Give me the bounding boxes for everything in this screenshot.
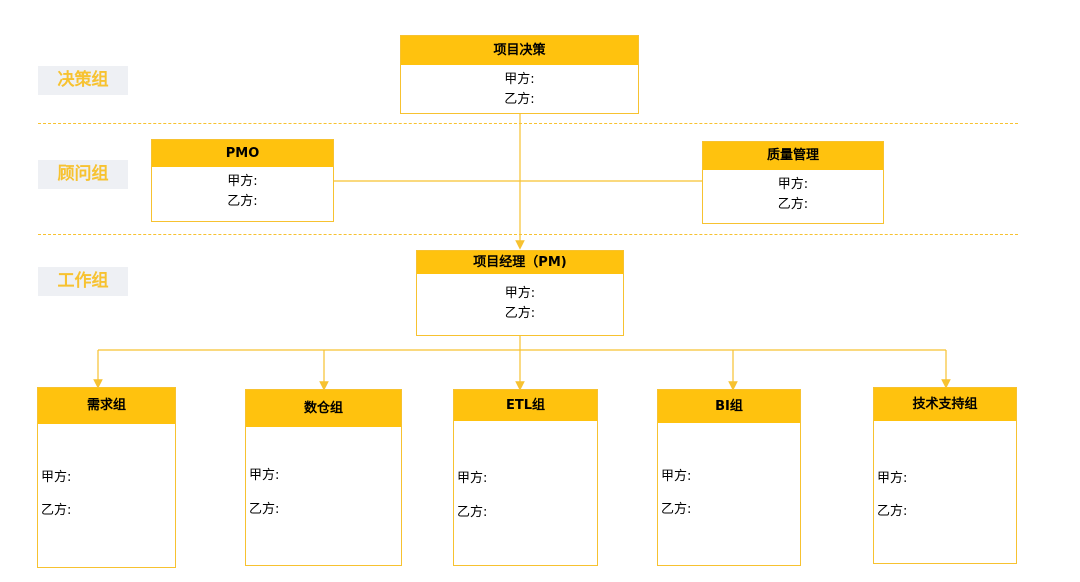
team-box-tech-support: 技术支持组 甲方: 乙方: — [873, 387, 1017, 564]
pmo-box-body: 甲方: 乙方: — [152, 167, 333, 212]
party-b-line: 乙方: — [249, 502, 280, 517]
party-b-line: 乙方: — [777, 197, 809, 212]
party-a-line: 甲方: — [661, 469, 692, 484]
party-b-line: 乙方: — [227, 194, 258, 209]
pmo-box-title: PMO — [152, 140, 333, 167]
party-a-line: 甲方: — [41, 470, 72, 485]
team-box-title: 数仓组 — [246, 390, 401, 427]
pmo-box: PMO 甲方: 乙方: — [151, 139, 334, 222]
team-box-bi: BI组 甲方: 乙方: — [657, 389, 801, 566]
pm-box-body: 甲方: 乙方: — [417, 274, 623, 324]
decision-box-body: 甲方: 乙方: — [401, 65, 638, 110]
party-a-line: 甲方: — [227, 174, 258, 189]
quality-box-body: 甲方: 乙方: — [703, 170, 883, 215]
team-box-etl: ETL组 甲方: 乙方: — [453, 389, 598, 566]
party-b-line: 乙方: — [41, 503, 72, 518]
quality-box-title: 质量管理 — [703, 142, 883, 170]
party-a-line: 甲方: — [504, 72, 535, 87]
party-b-line: 乙方: — [457, 505, 488, 520]
pm-box-title: 项目经理（PM) — [417, 251, 623, 274]
decision-box-title: 项目决策 — [401, 36, 638, 65]
party-b-line: 乙方: — [661, 502, 692, 517]
party-a-line: 甲方: — [877, 471, 908, 486]
party-b-line: 乙方: — [504, 92, 535, 107]
team-box-title: BI组 — [658, 390, 800, 423]
party-a-line: 甲方: — [504, 286, 536, 301]
decision-box: 项目决策 甲方: 乙方: — [400, 35, 639, 114]
team-box-title: ETL组 — [454, 390, 597, 421]
party-b-line: 乙方: — [877, 504, 908, 519]
team-box-data-warehouse: 数仓组 甲方: 乙方: — [245, 389, 402, 566]
party-b-line: 乙方: — [504, 306, 536, 321]
tier-divider-bottom — [38, 234, 1018, 235]
tier-label-decision: 决策组 — [38, 66, 128, 95]
team-box-title: 技术支持组 — [874, 388, 1016, 421]
team-box-requirements: 需求组 甲方: 乙方: — [37, 387, 176, 568]
pm-box: 项目经理（PM) 甲方: 乙方: — [416, 250, 624, 336]
tier-label-working: 工作组 — [38, 267, 128, 296]
party-a-line: 甲方: — [777, 177, 809, 192]
team-box-title: 需求组 — [38, 388, 175, 424]
tier-divider-top — [38, 123, 1018, 124]
tier-label-advisory: 顾问组 — [38, 160, 128, 189]
party-a-line: 甲方: — [457, 471, 488, 486]
quality-box: 质量管理 甲方: 乙方: — [702, 141, 884, 224]
party-a-line: 甲方: — [249, 468, 280, 483]
